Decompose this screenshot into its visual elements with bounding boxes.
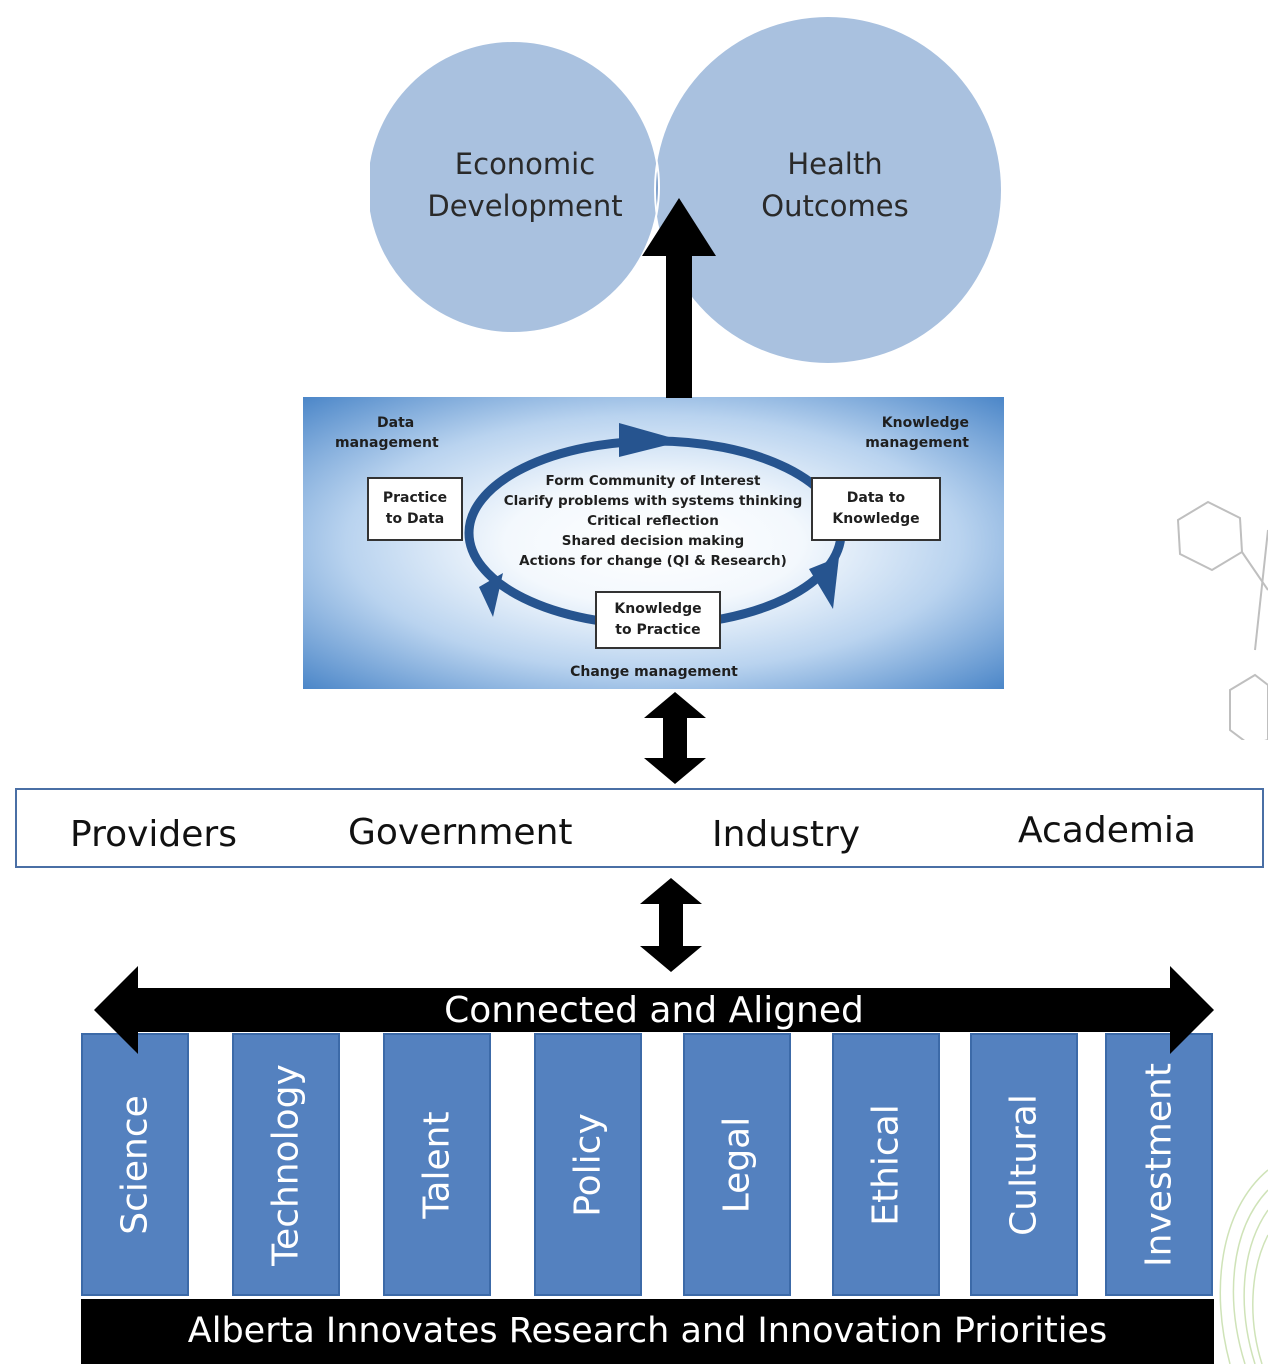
molecule-decoration xyxy=(1176,500,1268,740)
cycle-label-data-management: Data management xyxy=(335,415,439,451)
pillar-legal: Legal xyxy=(683,1033,791,1296)
stakeholder-government: Government xyxy=(348,812,573,853)
stakeholder-providers: Providers xyxy=(70,814,237,855)
pillar-talent: Talent xyxy=(383,1033,491,1296)
priorities-base-bar: Alberta Innovates Research and Innovatio… xyxy=(81,1299,1214,1364)
priorities-base-label: Alberta Innovates Research and Innovatio… xyxy=(187,1311,1108,1351)
swirl-decoration xyxy=(1219,1169,1268,1364)
venn-label-left: Economic Development xyxy=(427,147,623,223)
pillar-investment: Investment xyxy=(1105,1033,1213,1296)
stakeholders-box xyxy=(15,788,1264,868)
venn-circle-left xyxy=(370,41,659,333)
arrow-double-stakeholders-pillars xyxy=(640,878,702,972)
connected-aligned-arrow xyxy=(94,966,1214,1054)
stakeholder-academia: Academia xyxy=(1018,810,1196,851)
pillar-cultural: Cultural xyxy=(970,1033,1078,1296)
cycle-label-knowledge-management: Knowledge management xyxy=(865,415,969,451)
venn-label-right: Health Outcomes xyxy=(761,147,909,223)
pillar-science: Science xyxy=(81,1033,189,1296)
cycle-label-change-management: Change management xyxy=(570,664,738,680)
pillar-policy: Policy xyxy=(534,1033,642,1296)
connected-aligned-label: Connected and Aligned xyxy=(444,990,864,1031)
stakeholder-industry: Industry xyxy=(712,814,861,855)
venn-circle-right xyxy=(655,17,1001,363)
learning-cycle-panel: Data management Knowledge management Pra… xyxy=(303,397,1004,689)
pillar-ethical: Ethical xyxy=(832,1033,940,1296)
venn-diagram xyxy=(370,17,1001,363)
arrow-up-to-outcomes xyxy=(642,198,716,398)
pillar-technology: Technology xyxy=(232,1033,340,1296)
arrow-double-cycle-stakeholders xyxy=(644,692,706,784)
cycle-center-text: Form Community of Interest Clarify probl… xyxy=(503,473,803,569)
